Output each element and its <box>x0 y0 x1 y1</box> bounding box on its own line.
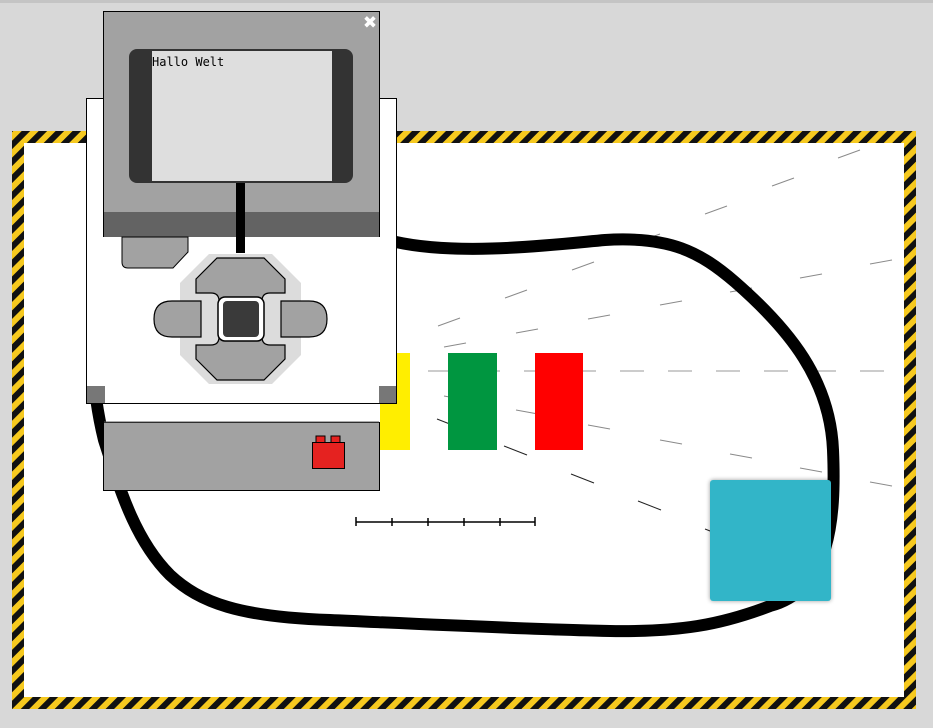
dpad-center-button[interactable] <box>223 301 259 337</box>
color-block-green[interactable] <box>448 353 497 450</box>
close-icon[interactable]: ✖ <box>362 13 378 33</box>
target-zone[interactable] <box>710 480 831 601</box>
side-tab-left <box>87 386 105 403</box>
dpad-left-button[interactable] <box>153 300 202 338</box>
top-edge <box>0 0 933 3</box>
lcd-screen <box>152 51 332 181</box>
dpad-right-button[interactable] <box>280 300 328 338</box>
distance-ruler <box>355 517 536 526</box>
lcd-text: Hallo Welt <box>152 55 225 69</box>
back-tab <box>121 236 189 269</box>
line-track <box>90 233 840 638</box>
side-tab-right <box>379 386 396 403</box>
screen-stem <box>236 183 245 253</box>
status-led-icon <box>312 435 345 469</box>
color-block-red[interactable] <box>535 353 583 450</box>
